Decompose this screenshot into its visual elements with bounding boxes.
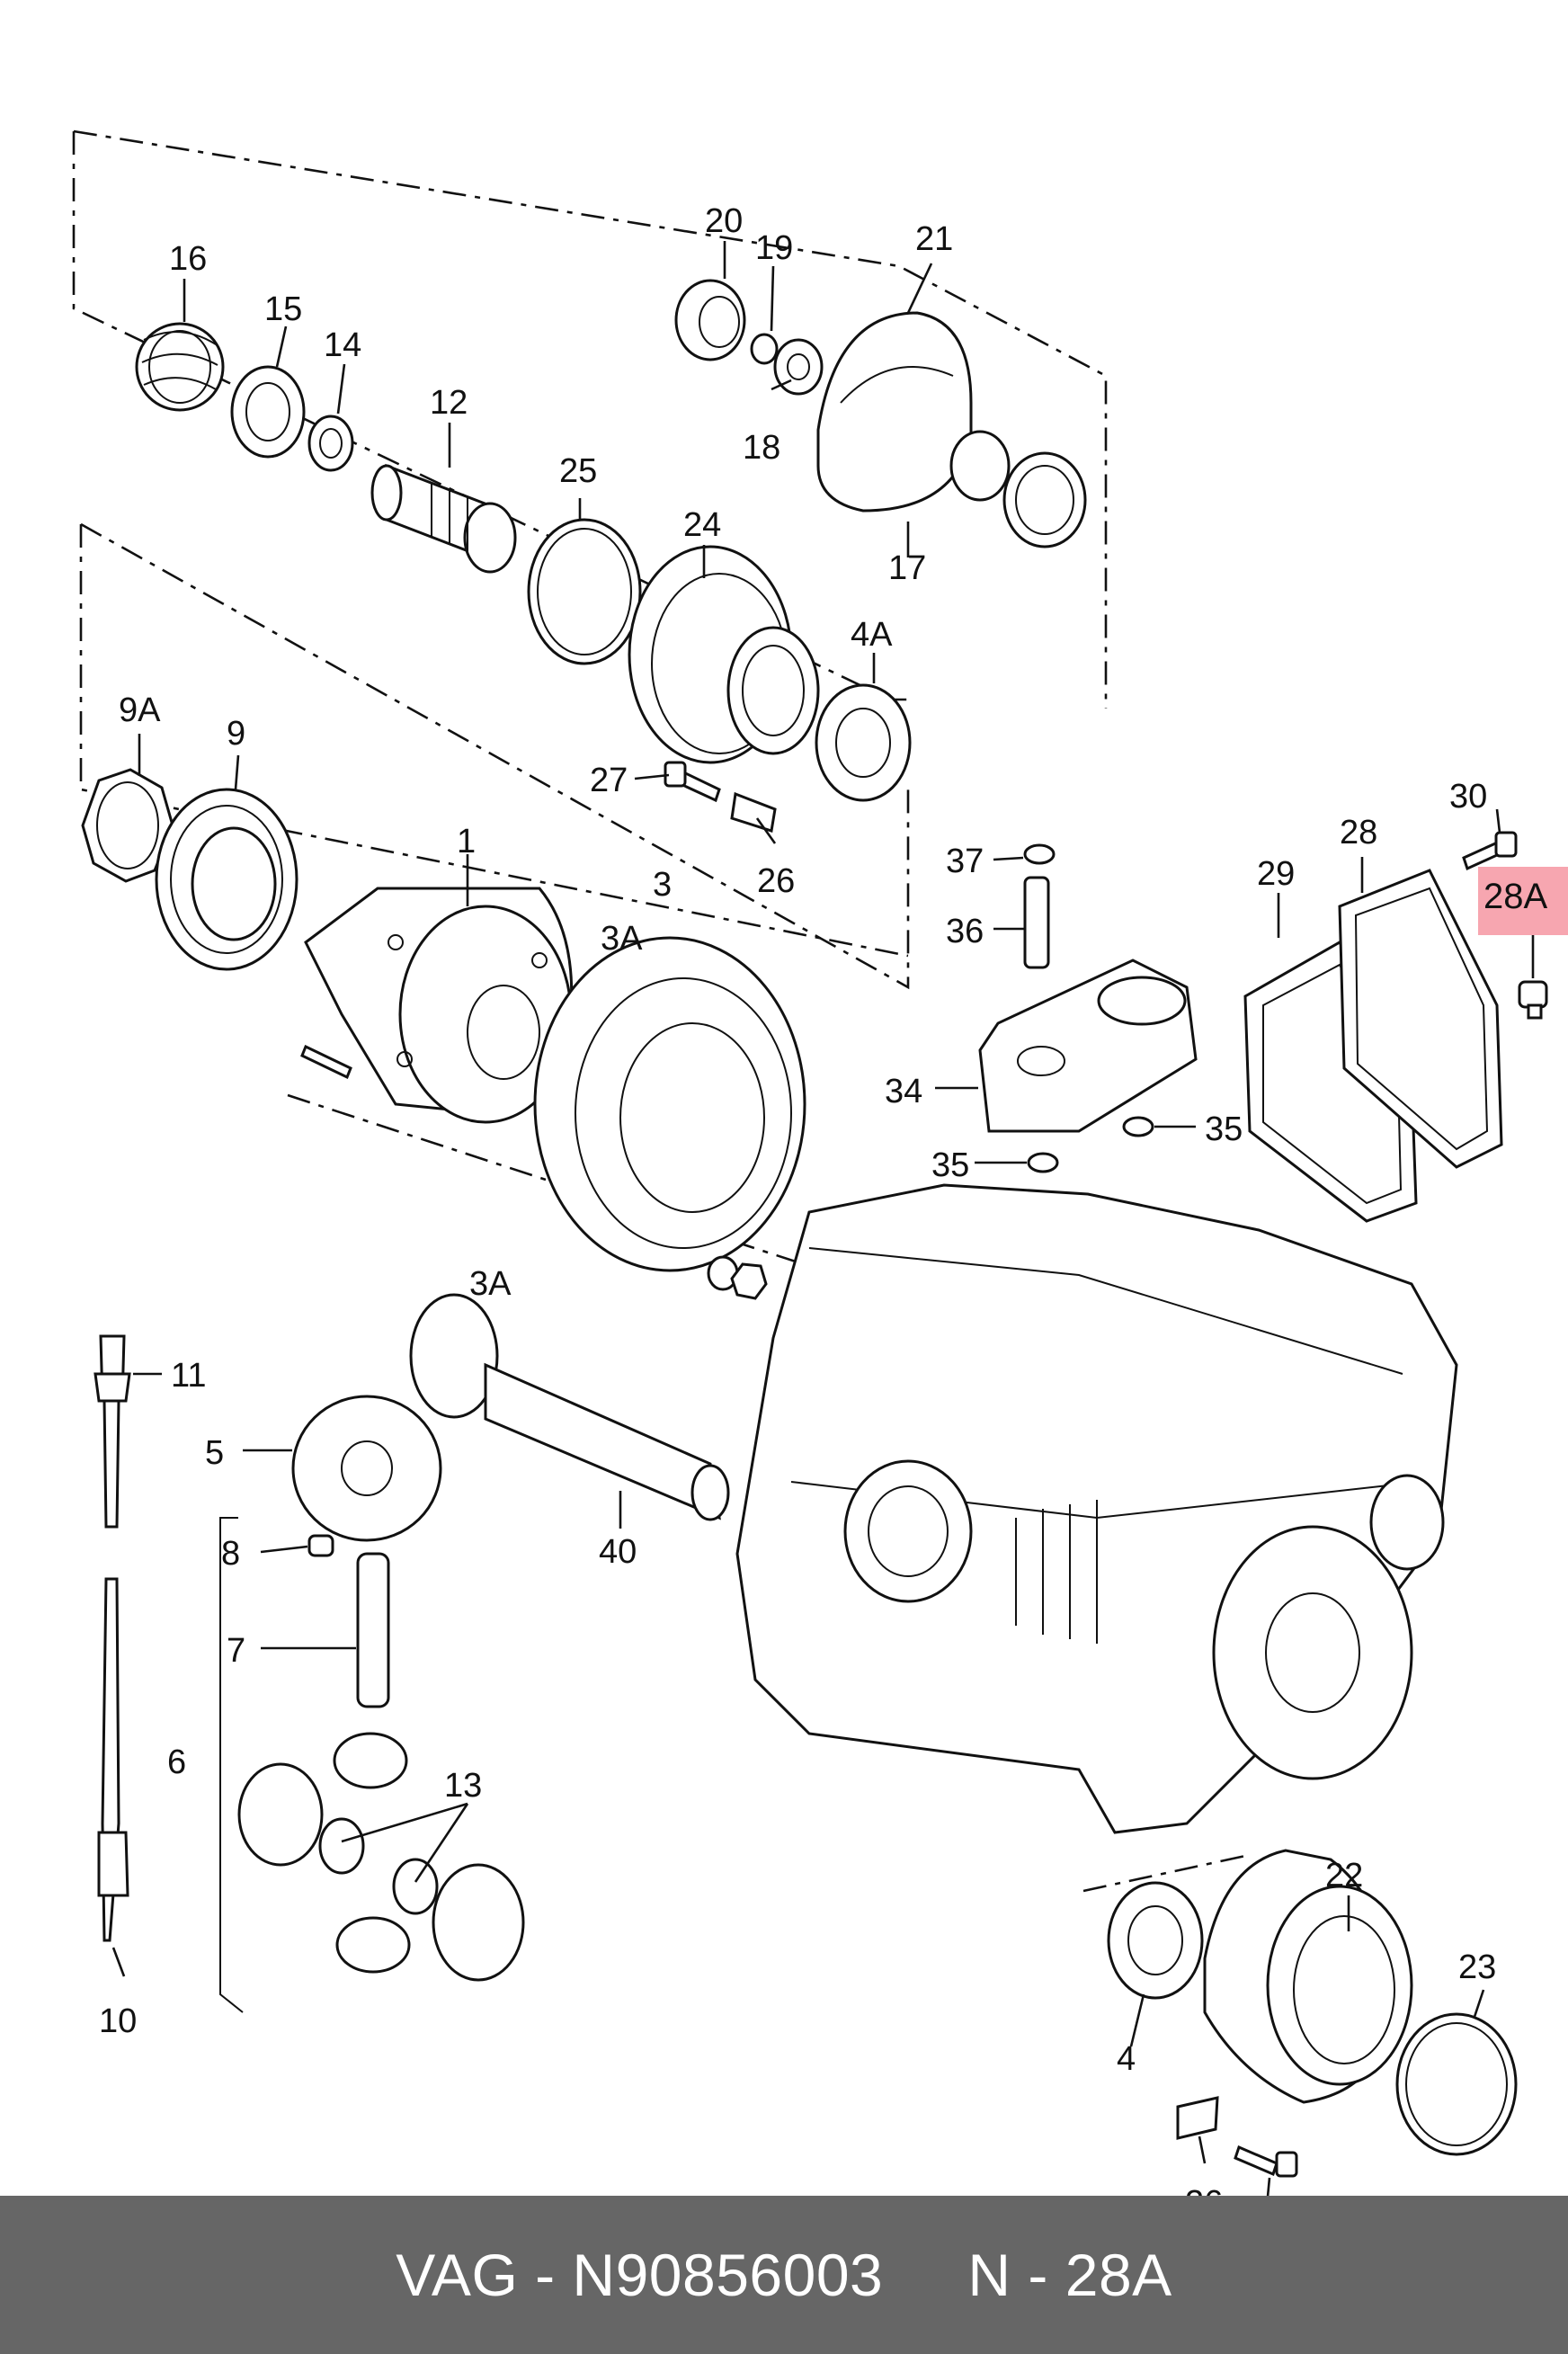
callout-3A-lower: 3A xyxy=(469,1265,512,1303)
part-number-caption: VAG - N90856003 N - 28A xyxy=(396,2242,1172,2308)
callout-27-upper: 27 xyxy=(590,762,628,799)
callout-34: 34 xyxy=(885,1073,922,1110)
washer-35-right xyxy=(1122,1116,1154,1137)
callout-35-left: 35 xyxy=(931,1146,969,1184)
callout-36: 36 xyxy=(946,913,984,950)
callout-19: 19 xyxy=(755,229,793,267)
callout-10: 10 xyxy=(99,2002,137,2040)
callout-20: 20 xyxy=(705,202,743,240)
bearing-14 xyxy=(307,415,354,472)
ring-9A xyxy=(81,768,174,883)
pin-8 xyxy=(307,1534,334,1557)
callout-9: 9 xyxy=(227,715,245,753)
callout-7: 7 xyxy=(227,1632,245,1670)
callout-16: 16 xyxy=(169,240,207,278)
housing-1 xyxy=(304,887,574,1124)
callout-8: 8 xyxy=(221,1535,240,1573)
callout-40: 40 xyxy=(599,1533,637,1571)
bolt-30 xyxy=(1462,831,1518,871)
bevel-gears-6 xyxy=(237,1732,525,1982)
callout-4: 4 xyxy=(1117,2040,1136,2078)
clip-26-upper xyxy=(730,791,777,833)
callout-25: 25 xyxy=(559,452,597,490)
ring-17 xyxy=(1002,451,1087,548)
o-ring-23 xyxy=(1395,2012,1518,2156)
callout-18: 18 xyxy=(743,429,780,467)
callout-3A-upper: 3A xyxy=(601,920,643,958)
callout-4A: 4A xyxy=(851,616,893,654)
leader-lines xyxy=(111,241,1535,2198)
callout-24: 24 xyxy=(683,506,721,544)
gear-24 xyxy=(628,545,820,764)
cap-20 xyxy=(674,279,746,361)
washer-35-left xyxy=(1027,1152,1059,1173)
callout-28A: 28A xyxy=(1483,877,1547,916)
callout-9A: 9A xyxy=(119,691,161,729)
pin-36 xyxy=(1023,876,1050,969)
gearbox-housing xyxy=(735,1183,1458,1834)
shaft-12 xyxy=(370,463,517,574)
cover-34 xyxy=(978,959,1198,1133)
carrier-5 xyxy=(291,1395,442,1542)
callout-23: 23 xyxy=(1458,1948,1496,1986)
callout-37: 37 xyxy=(946,843,984,880)
bearing-4 xyxy=(1107,1881,1204,2000)
callout-13: 13 xyxy=(444,1767,482,1805)
bolt-27-upper xyxy=(664,761,721,803)
part-info-footer: VAG - N90856003 N - 28A xyxy=(0,2196,1568,2354)
sensor-11 xyxy=(94,1334,131,1529)
shaft-40 xyxy=(409,1293,730,1521)
clip-26-lower xyxy=(1176,2096,1219,2140)
shaft-7 xyxy=(356,1552,390,1708)
callout-14: 14 xyxy=(324,326,361,364)
callout-1: 1 xyxy=(457,823,476,860)
gear-9 xyxy=(155,788,298,971)
o-ring-25 xyxy=(527,518,642,665)
shaft-10 xyxy=(97,1577,129,1942)
callout-17: 17 xyxy=(888,549,926,587)
callout-35-right: 35 xyxy=(1205,1110,1243,1148)
cover-21 xyxy=(816,311,1011,513)
callout-22: 22 xyxy=(1325,1857,1363,1895)
callout-3: 3 xyxy=(653,866,672,904)
gear-22 xyxy=(1203,1849,1413,2104)
callout-28: 28 xyxy=(1340,814,1377,852)
washer-37 xyxy=(1023,843,1056,865)
clip-18 xyxy=(773,338,824,396)
clips-13 xyxy=(318,1817,439,1915)
bolt-1 xyxy=(300,1044,352,1080)
callout-26-upper: 26 xyxy=(757,862,795,900)
bolt-27-lower xyxy=(1234,2144,1298,2178)
callout-21: 21 xyxy=(915,220,953,258)
callout-11: 11 xyxy=(171,1357,206,1395)
washer-19 xyxy=(750,333,779,365)
nut-3A xyxy=(707,1255,768,1300)
highlight-28A xyxy=(1478,867,1568,935)
callout-15: 15 xyxy=(264,290,302,328)
callout-29: 29 xyxy=(1257,855,1295,893)
plug-28A xyxy=(1518,980,1548,1020)
spring-16 xyxy=(135,322,225,412)
callout-5: 5 xyxy=(205,1434,224,1472)
callout-30: 30 xyxy=(1449,778,1487,816)
ring-gear-3 xyxy=(533,936,806,1272)
ring-15 xyxy=(230,365,306,459)
cover-28 xyxy=(1338,869,1503,1169)
bracket-6 xyxy=(219,1517,244,2013)
callout-12: 12 xyxy=(430,384,468,422)
callout-6: 6 xyxy=(167,1743,186,1781)
bearing-4A xyxy=(815,683,912,802)
